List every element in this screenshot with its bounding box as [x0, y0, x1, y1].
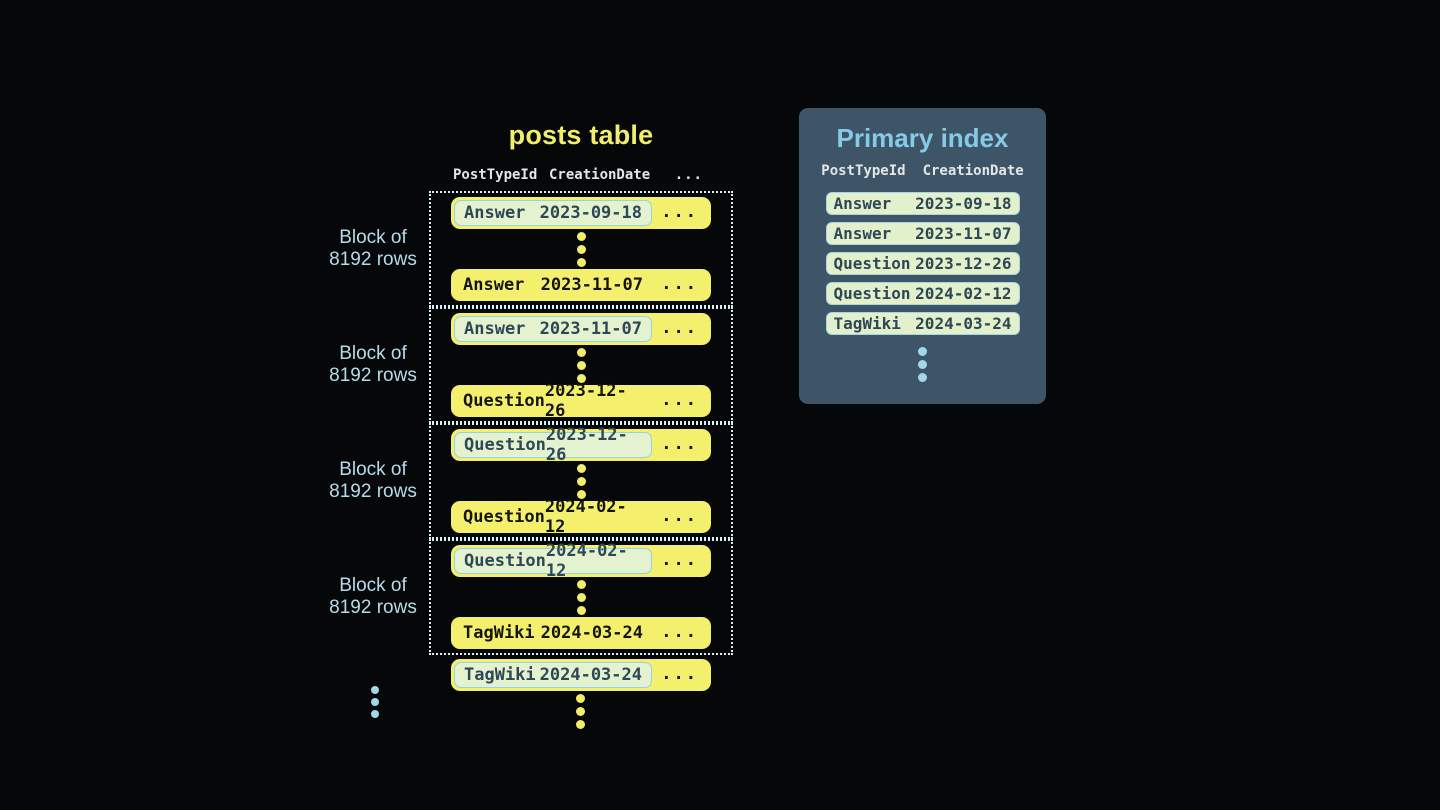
column-header-posttypeid: PostTypeId	[821, 163, 906, 179]
post-type-cell: Question	[463, 391, 545, 411]
table-row: Answer 2023-11-07 ...	[451, 313, 711, 345]
post-type-cell: Question	[463, 507, 545, 527]
table-row: Answer 2023-11-07 ...	[451, 269, 711, 301]
index-row: Answer 2023-09-18	[825, 192, 1020, 215]
posts-table-blocks: Answer 2023-09-18 ... Answer 2023-11-07 …	[429, 191, 733, 655]
row-more-columns: ...	[661, 318, 698, 338]
table-row: Question 2023-12-26 ...	[451, 425, 711, 465]
column-header-more: ...	[674, 167, 703, 183]
row-cells: Question 2024-02-12	[454, 497, 652, 537]
post-type-cell: Question	[833, 254, 911, 273]
creation-date-cell: 2023-09-18	[539, 203, 642, 223]
column-header-creationdate: CreationDate	[922, 163, 1024, 179]
post-type-cell: Answer	[464, 319, 526, 339]
post-type-cell: Answer	[463, 275, 525, 295]
creation-date-cell: 2024-02-12	[915, 284, 1012, 303]
row-more-columns: ...	[661, 550, 698, 570]
table-row: Question 2024-02-12 ...	[451, 497, 711, 537]
table-block-3: Question 2023-12-26 ... Question 2024-02…	[429, 423, 733, 539]
table-block-4: Question 2024-02-12 ... TagWiki 2024-03-…	[429, 539, 733, 655]
post-type-cell: Answer	[833, 194, 892, 213]
more-blocks-ellipsis-dots	[371, 686, 379, 718]
vertical-ellipsis-dots	[576, 463, 586, 499]
column-header-creationdate: CreationDate	[549, 167, 651, 183]
creation-date-cell: 2023-11-07	[540, 275, 643, 295]
table-row: Answer 2023-09-18 ...	[451, 197, 711, 229]
creation-date-cell: 2024-03-24	[915, 314, 1012, 333]
index-entry-highlight: TagWiki 2024-03-24	[454, 662, 652, 688]
index-row: Question 2023-12-26	[825, 252, 1020, 275]
row-more-columns: ...	[661, 202, 698, 222]
post-type-cell: TagWiki	[833, 314, 901, 333]
table-block-2: Answer 2023-11-07 ... Question 2023-12-2…	[429, 307, 733, 423]
creation-date-cell: 2023-11-07	[915, 224, 1012, 243]
post-type-cell: Question	[464, 551, 546, 571]
row-more-columns: ...	[661, 274, 698, 294]
primary-index-column-headers: PostTypeId CreationDate	[821, 163, 1023, 179]
table-row: Question 2023-12-26 ...	[451, 381, 711, 421]
creation-date-cell: 2024-03-24	[540, 623, 643, 643]
post-type-cell: TagWiki	[464, 665, 536, 685]
primary-index-title: Primary index	[836, 123, 1009, 153]
post-type-cell: Question	[464, 435, 546, 455]
index-entry-highlight: Answer 2023-11-07	[454, 316, 652, 342]
index-entry-highlight: Question 2024-02-12	[454, 541, 652, 581]
vertical-ellipsis-dots	[576, 579, 586, 615]
index-entry-highlight: Answer 2023-09-18	[454, 200, 652, 226]
post-type-cell: Answer	[464, 203, 526, 223]
creation-date-cell: 2023-11-07	[539, 319, 642, 339]
row-more-columns: ...	[661, 622, 698, 642]
primary-index-rows: Answer 2023-09-18 Answer 2023-11-07 Ques…	[825, 192, 1020, 335]
row-cells: TagWiki 2024-03-24	[454, 620, 652, 646]
table-block-1: Answer 2023-09-18 ... Answer 2023-11-07 …	[429, 191, 733, 307]
creation-date-cell: 2023-12-26	[544, 381, 627, 421]
index-entry-highlight: Question 2023-12-26	[454, 425, 652, 465]
post-type-cell: Question	[833, 284, 911, 303]
more-index-entries-dots	[918, 347, 927, 382]
post-type-cell: TagWiki	[463, 623, 535, 643]
next-block-first-row: TagWiki 2024-03-24 ...	[451, 659, 711, 691]
vertical-ellipsis-dots	[576, 347, 586, 383]
row-cells: Question 2023-12-26	[454, 381, 652, 421]
creation-date-cell: 2023-12-26	[915, 254, 1012, 273]
row-more-columns: ...	[661, 506, 698, 526]
posts-table-column-headers: PostTypeId CreationDate ...	[429, 167, 733, 185]
post-type-cell: Answer	[833, 224, 892, 243]
row-more-columns: ...	[661, 664, 698, 684]
index-row: Question 2024-02-12	[825, 282, 1020, 305]
index-row: TagWiki 2024-03-24	[825, 312, 1020, 335]
table-row: TagWiki 2024-03-24 ...	[451, 659, 711, 691]
row-cells: Answer 2023-11-07	[454, 272, 652, 298]
posts-table-title: posts table	[508, 120, 654, 150]
primary-index-panel: Primary index PostTypeId CreationDate An…	[799, 108, 1046, 404]
more-rows-ellipsis-dots	[576, 694, 585, 729]
table-row: TagWiki 2024-03-24 ...	[451, 617, 711, 649]
creation-date-cell: 2023-09-18	[915, 194, 1012, 213]
creation-date-cell: 2023-12-26	[545, 425, 628, 465]
index-row: Answer 2023-11-07	[825, 222, 1020, 245]
vertical-ellipsis-dots	[576, 231, 586, 267]
creation-date-cell: 2024-02-12	[545, 541, 628, 581]
row-more-columns: ...	[661, 434, 698, 454]
creation-date-cell: 2024-02-12	[544, 497, 627, 537]
row-more-columns: ...	[661, 390, 698, 410]
column-header-posttypeid: PostTypeId	[453, 167, 538, 183]
table-row: Question 2024-02-12 ...	[451, 541, 711, 581]
creation-date-cell: 2024-03-24	[539, 665, 642, 685]
